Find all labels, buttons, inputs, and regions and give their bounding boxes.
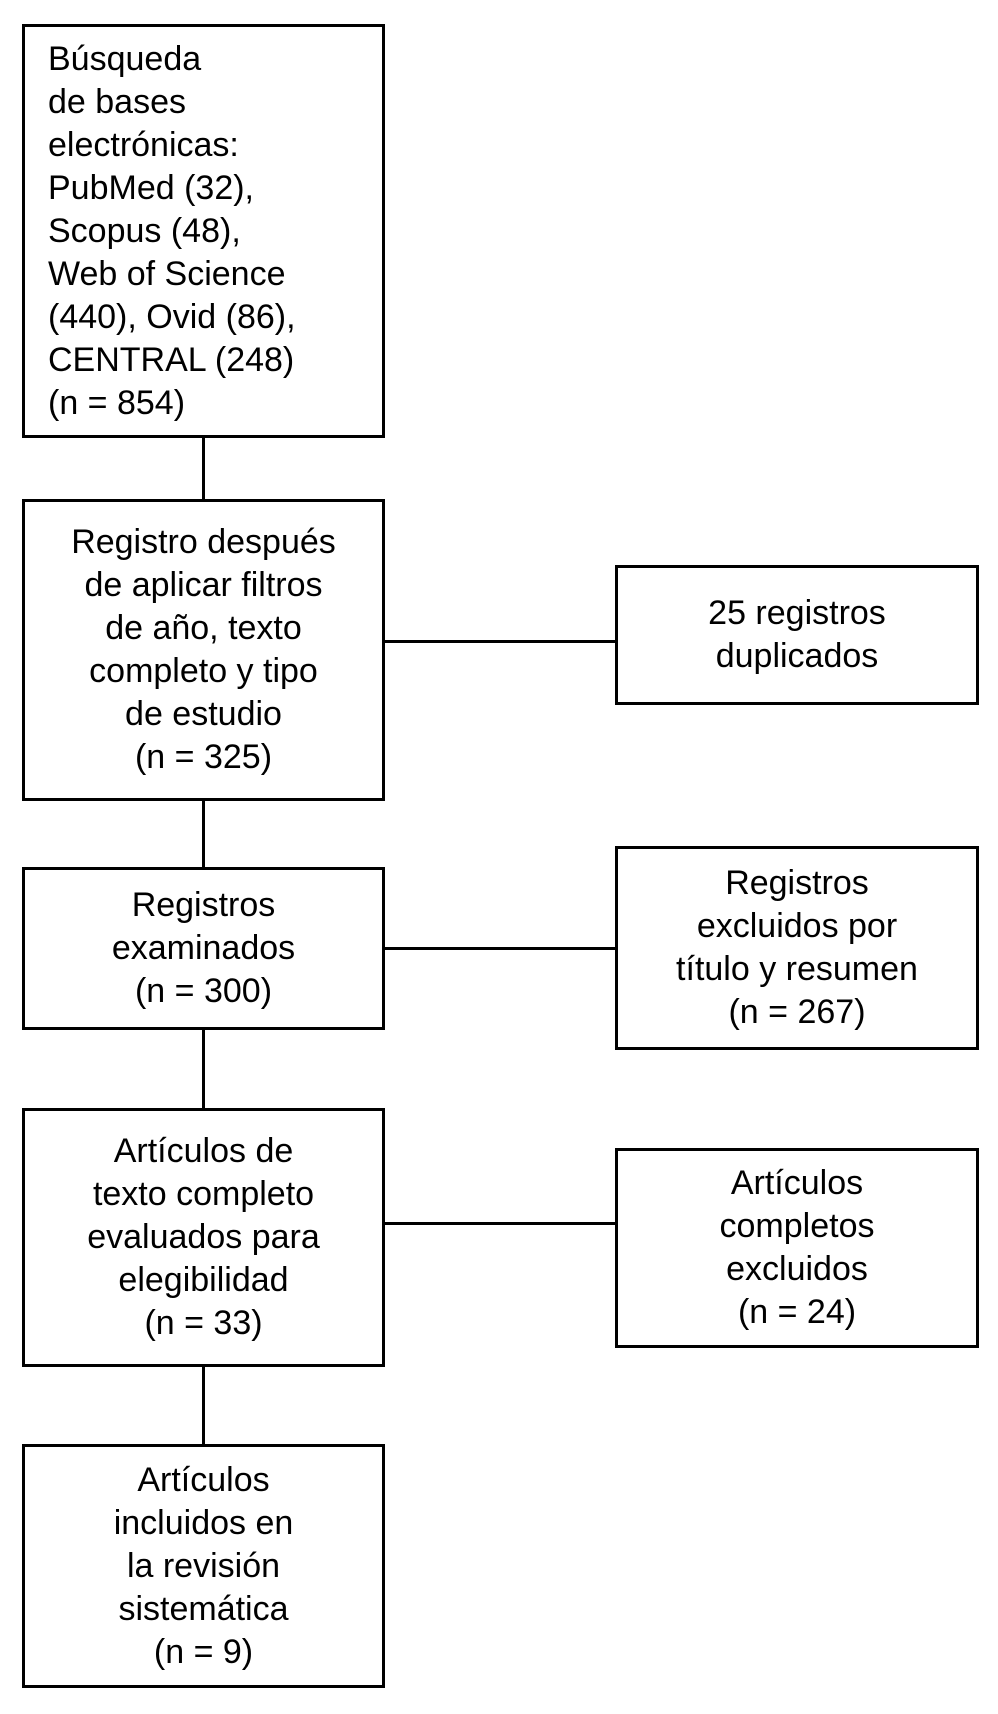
node-excluded-fulltext-text: Artículos completos excluidos (n = 24) [719,1164,875,1331]
node-records-after-filters-text: Registro después de aplicar filtros de a… [71,523,336,776]
node-included-in-review-text: Artículos incluidos en la revisión siste… [113,1460,294,1671]
node-records-screened: Registros examinados (n = 300) [22,867,385,1030]
node-excluded-title-abstract-text: Registros excluidos por título y resumen… [676,864,918,1031]
connector-filtered-to-duplicates [385,640,615,643]
connector-fulltext-to-excluded [385,1222,615,1225]
node-included-in-review: Artículos incluidos en la revisión siste… [22,1444,385,1688]
node-fulltext-assessed-text: Artículos de texto completo evaluados pa… [87,1132,320,1342]
node-records-screened-text: Registros examinados (n = 300) [111,886,296,1010]
connector-filtered-to-screened [202,801,205,867]
connector-screened-to-excluded [385,947,615,950]
node-excluded-title-abstract: Registros excluidos por título y resumen… [615,846,979,1050]
connector-fulltext-to-included [202,1367,205,1444]
node-duplicates-removed: 25 registros duplicados [615,565,979,705]
node-fulltext-assessed: Artículos de texto completo evaluados pa… [22,1108,385,1367]
node-excluded-fulltext: Artículos completos excluidos (n = 24) [615,1148,979,1348]
connector-screened-to-fulltext [202,1030,205,1108]
node-records-after-filters: Registro después de aplicar filtros de a… [22,499,385,801]
node-database-search: Búsqueda de bases electrónicas: PubMed (… [22,24,385,438]
connector-search-to-filtered [202,438,205,499]
node-database-search-text: Búsqueda de bases electrónicas: PubMed (… [48,39,296,422]
node-duplicates-removed-text: 25 registros duplicados [708,594,886,675]
